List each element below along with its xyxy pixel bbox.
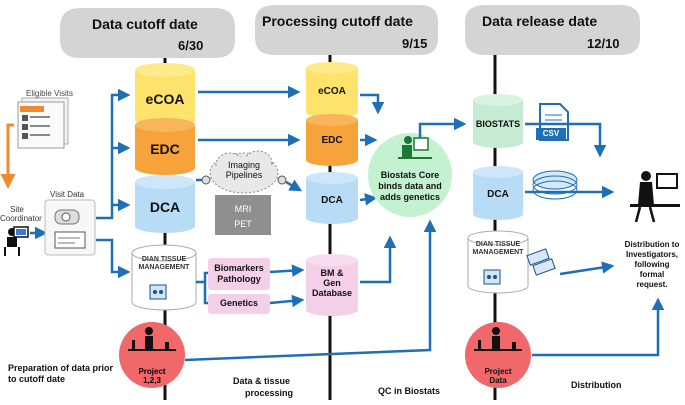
distribution-caption: Distribution xyxy=(571,380,622,390)
ecoa-label-2: eCOA xyxy=(318,86,346,97)
project-to-core-arrow xyxy=(184,219,437,362)
edc-label-2: EDC xyxy=(321,135,343,146)
bm-label-2: Gen xyxy=(323,278,341,288)
core-label-1: Biostats Core xyxy=(380,170,440,180)
biostats-label: BIOSTATS xyxy=(475,119,521,129)
data-disk-icon xyxy=(532,170,578,200)
imaging-pipelines-cloud xyxy=(209,150,279,194)
biomarkers-label-1: Biomarkers xyxy=(214,263,264,273)
core-label-2: binds data and xyxy=(378,181,442,191)
ecoa-cylinder-1 xyxy=(135,63,195,127)
dca-label-3: DCA xyxy=(487,189,509,200)
project-123-circle xyxy=(119,322,185,388)
distribution-text-1: Distribution to xyxy=(624,240,680,249)
biostats-cylinder xyxy=(473,94,523,148)
core-label-3: adds genetics xyxy=(379,192,441,202)
imaging-to-dca2-arrow xyxy=(285,179,303,192)
biostats-to-investigator xyxy=(525,122,607,158)
project-data-circle xyxy=(465,322,531,388)
bm-label-1: BM & xyxy=(320,268,344,278)
imaging-label-2: Pipelines xyxy=(225,170,263,180)
core-to-biostats xyxy=(418,117,467,138)
site-coordinator-label: Site Coordinator xyxy=(0,205,42,223)
phase-2-date: 9/15 xyxy=(402,36,428,51)
project-data-label-2: Data xyxy=(489,376,507,385)
mri-pet-box xyxy=(215,195,271,235)
visit-data-box xyxy=(44,199,96,256)
project-data-label-1: Project xyxy=(484,367,512,376)
tissue-to-investigator xyxy=(559,261,615,276)
tissue-management-icon-1 xyxy=(131,244,197,311)
genetics-to-bm-arrow xyxy=(269,294,305,308)
genetics-label: Genetics xyxy=(219,298,259,308)
csv-file-icon xyxy=(536,103,569,141)
dca-label-2: DCA xyxy=(321,195,343,206)
tissue-management-icon-2 xyxy=(467,230,529,294)
biomarkers-box xyxy=(208,258,270,290)
visit-data-label: Visit Data xyxy=(50,190,85,199)
dca-cylinder-3 xyxy=(473,166,523,220)
distribution-text-2: Investigators, xyxy=(625,250,678,259)
tissue-to-biomarkers xyxy=(196,271,210,284)
ecoa-cylinder-2 xyxy=(306,62,358,118)
qc-caption: QC in Biostats xyxy=(378,386,441,396)
eligible-visits-icon xyxy=(17,97,69,149)
imaging-label-1: Imaging xyxy=(227,160,261,170)
pet-label: PET xyxy=(234,219,252,229)
ecoa2-to-core xyxy=(360,93,385,115)
mri-label: MRI xyxy=(234,204,252,214)
distribution-text-5: request. xyxy=(636,280,668,289)
project-123-label-2: 1,2,3 xyxy=(143,376,161,385)
phase-2-title: Processing cutoff date xyxy=(262,13,413,29)
biostats-core-circle xyxy=(368,133,452,217)
eligible-visits-label: Eligible Visits xyxy=(26,89,73,98)
phase-1-title: Data cutoff date xyxy=(92,16,198,32)
edc-cylinder-1 xyxy=(135,118,195,175)
investigator-icon xyxy=(630,171,680,223)
bm-to-core xyxy=(360,235,397,284)
phase-banner-3 xyxy=(465,5,640,55)
project-123-label-1: Project xyxy=(138,367,166,376)
samples-icon xyxy=(526,248,556,276)
tissue-label-2: DIAN TISSUE MANAGEMENT xyxy=(472,241,524,256)
phase-1-date: 6/30 xyxy=(178,38,204,53)
dca-label-1: DCA xyxy=(149,199,181,215)
distribution-text-3: following xyxy=(634,260,670,269)
csv-label: CSV xyxy=(542,129,560,138)
dca-cylinder-1 xyxy=(135,175,195,233)
phase-3-date: 12/10 xyxy=(587,36,620,51)
eligible-to-site-arrow xyxy=(0,123,16,189)
bm-gen-database-cylinder xyxy=(306,254,358,316)
phase-banner-2 xyxy=(255,5,438,55)
project-data-to-investigator xyxy=(532,297,665,357)
biomarkers-label-2: Pathology xyxy=(217,274,261,284)
phase-banner-1 xyxy=(60,8,235,58)
processing-caption-2: processing xyxy=(245,388,294,398)
genetics-box xyxy=(208,294,270,314)
prep-caption: Preparation of data prior to cutoff date xyxy=(8,363,114,384)
phase-3-title: Data release date xyxy=(482,13,598,29)
visit-to-ecoa-arrow xyxy=(96,88,131,220)
processing-caption-1: Data & tissue xyxy=(233,376,291,386)
biomarkers-to-bm-arrow xyxy=(269,264,305,277)
ecoa-label-1: eCOA xyxy=(145,91,185,107)
distribution-text-4: formal xyxy=(639,270,665,279)
bm-label-3: Database xyxy=(311,288,353,298)
edc-label-1: EDC xyxy=(150,141,180,157)
dca2-to-core xyxy=(359,193,378,206)
dca-cylinder-2 xyxy=(306,172,358,224)
tissue-label-1: DIAN TISSUE MANAGEMENT xyxy=(138,256,190,271)
visit-to-tissue-arrow xyxy=(96,238,131,279)
site-coordinator-icon xyxy=(4,226,29,256)
edc-cylinder-2 xyxy=(306,114,358,166)
